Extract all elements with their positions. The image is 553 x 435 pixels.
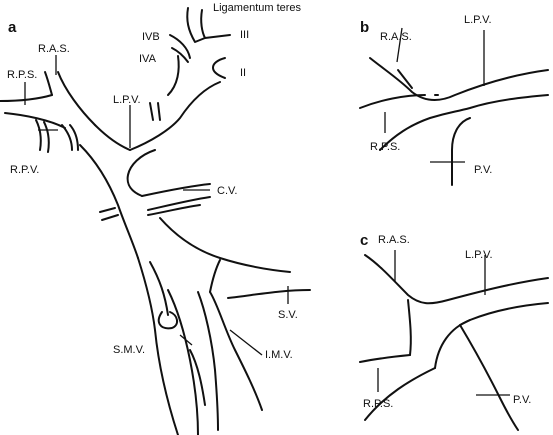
- ras-vein-right: [57, 71, 96, 126]
- lpv-small-branch-2: [157, 102, 161, 121]
- cv-upper-edge: [141, 183, 211, 197]
- lpv-small-branch-1: [149, 102, 154, 121]
- b-middle-edge: [379, 94, 549, 151]
- splenic-upper-edge: [159, 217, 291, 273]
- smv-loop-branch: [157, 311, 178, 330]
- b-rps-upper: [359, 94, 426, 109]
- b-ras-connector: [397, 69, 413, 89]
- label-ivb: IVB: [142, 31, 160, 43]
- b-label-lpv: L.P.V.: [464, 14, 492, 26]
- label-iva: IVA: [139, 53, 157, 65]
- main-trunk-upper-edge: [94, 124, 131, 151]
- imv-left-edge: [197, 291, 219, 431]
- segment-ivb-branch: [169, 34, 191, 59]
- trunk-mark-2: [101, 214, 119, 221]
- label-cv: C.V.: [217, 185, 237, 197]
- c-rps-lower: [364, 367, 436, 421]
- label-ras: R.A.S.: [38, 43, 70, 55]
- splenic-lower-edge: [227, 289, 311, 299]
- b-label-ras: R.A.S.: [380, 31, 412, 43]
- ligamentum-teres-right: [200, 9, 231, 39]
- label-lpv: L.P.V.: [113, 94, 141, 106]
- c-label-lpv: L.P.V.: [465, 249, 493, 261]
- label-sv: S.V.: [278, 309, 298, 321]
- b-leader-ras: [396, 27, 403, 63]
- segment-ivb-branch-inner: [171, 47, 189, 63]
- label-imv: I.M.V.: [265, 349, 293, 361]
- rpv-stub-2: [43, 121, 50, 153]
- c-upper-edge: [364, 254, 549, 305]
- smv-inner-vessel: [189, 349, 206, 406]
- label-smv: S.M.V.: [113, 344, 145, 356]
- b-pv-left-edge: [451, 117, 471, 186]
- c-pv-edge: [459, 324, 519, 431]
- panel-a: a: [0, 2, 311, 435]
- trunk-mark-1: [99, 207, 116, 213]
- smv-inner-branch: [149, 261, 169, 316]
- c-trunk-left: [407, 299, 412, 356]
- ras-vein-left: [44, 71, 53, 96]
- label-iii: III: [240, 29, 249, 41]
- panel-a-letter: a: [8, 19, 17, 36]
- splenic-confluence-edge: [209, 259, 221, 293]
- label-ligamentum-teres: Ligamentum teres: [213, 2, 302, 14]
- segment-iva-branch: [167, 55, 180, 96]
- rps-vein-lower: [4, 112, 66, 129]
- lpv-lower-edge: [129, 81, 221, 151]
- label-rps: R.P.S.: [7, 69, 37, 81]
- cv-lower-edge-2: [147, 204, 201, 216]
- c-label-rps: R.P.S.: [363, 398, 393, 410]
- c-pv-junction: [459, 319, 471, 326]
- portal-trunk-left-edge: [79, 144, 139, 259]
- c-rps-upper: [359, 354, 411, 363]
- c-label-ras: R.A.S.: [378, 234, 410, 246]
- b-label-pv: P.V.: [474, 164, 492, 176]
- smv-right-edge: [167, 289, 199, 435]
- segment-ii-branch: [212, 57, 226, 79]
- imv-right-edge: [209, 291, 263, 411]
- cv-lower-edge: [147, 196, 211, 211]
- label-rpv: R.P.V.: [10, 164, 39, 176]
- rps-vein-upper: [0, 94, 53, 102]
- panel-c: c R.A.S. L.P.V. R.P.S. P.V.: [359, 232, 549, 431]
- b-upper-edge: [369, 57, 549, 101]
- rpv-stub-4: [69, 124, 79, 151]
- c-label-pv: P.V.: [513, 394, 531, 406]
- leader-smv: [179, 334, 193, 346]
- b-label-rps: R.P.S.: [370, 141, 400, 153]
- panel-b-letter: b: [360, 19, 369, 36]
- panel-b: b R.A.S. L.P.V. R.P.S. P.V.: [359, 14, 549, 186]
- smv-left-edge: [137, 257, 179, 435]
- panel-c-letter: c: [360, 232, 368, 249]
- leader-imv: [229, 329, 263, 356]
- ligamentum-teres-left: [186, 7, 206, 43]
- label-ii: II: [240, 67, 246, 79]
- c-middle-edge: [434, 302, 549, 369]
- rpv-stub-3: [61, 124, 73, 151]
- portal-trunk-right-curve: [126, 149, 156, 197]
- rpv-stub-1: [35, 119, 42, 151]
